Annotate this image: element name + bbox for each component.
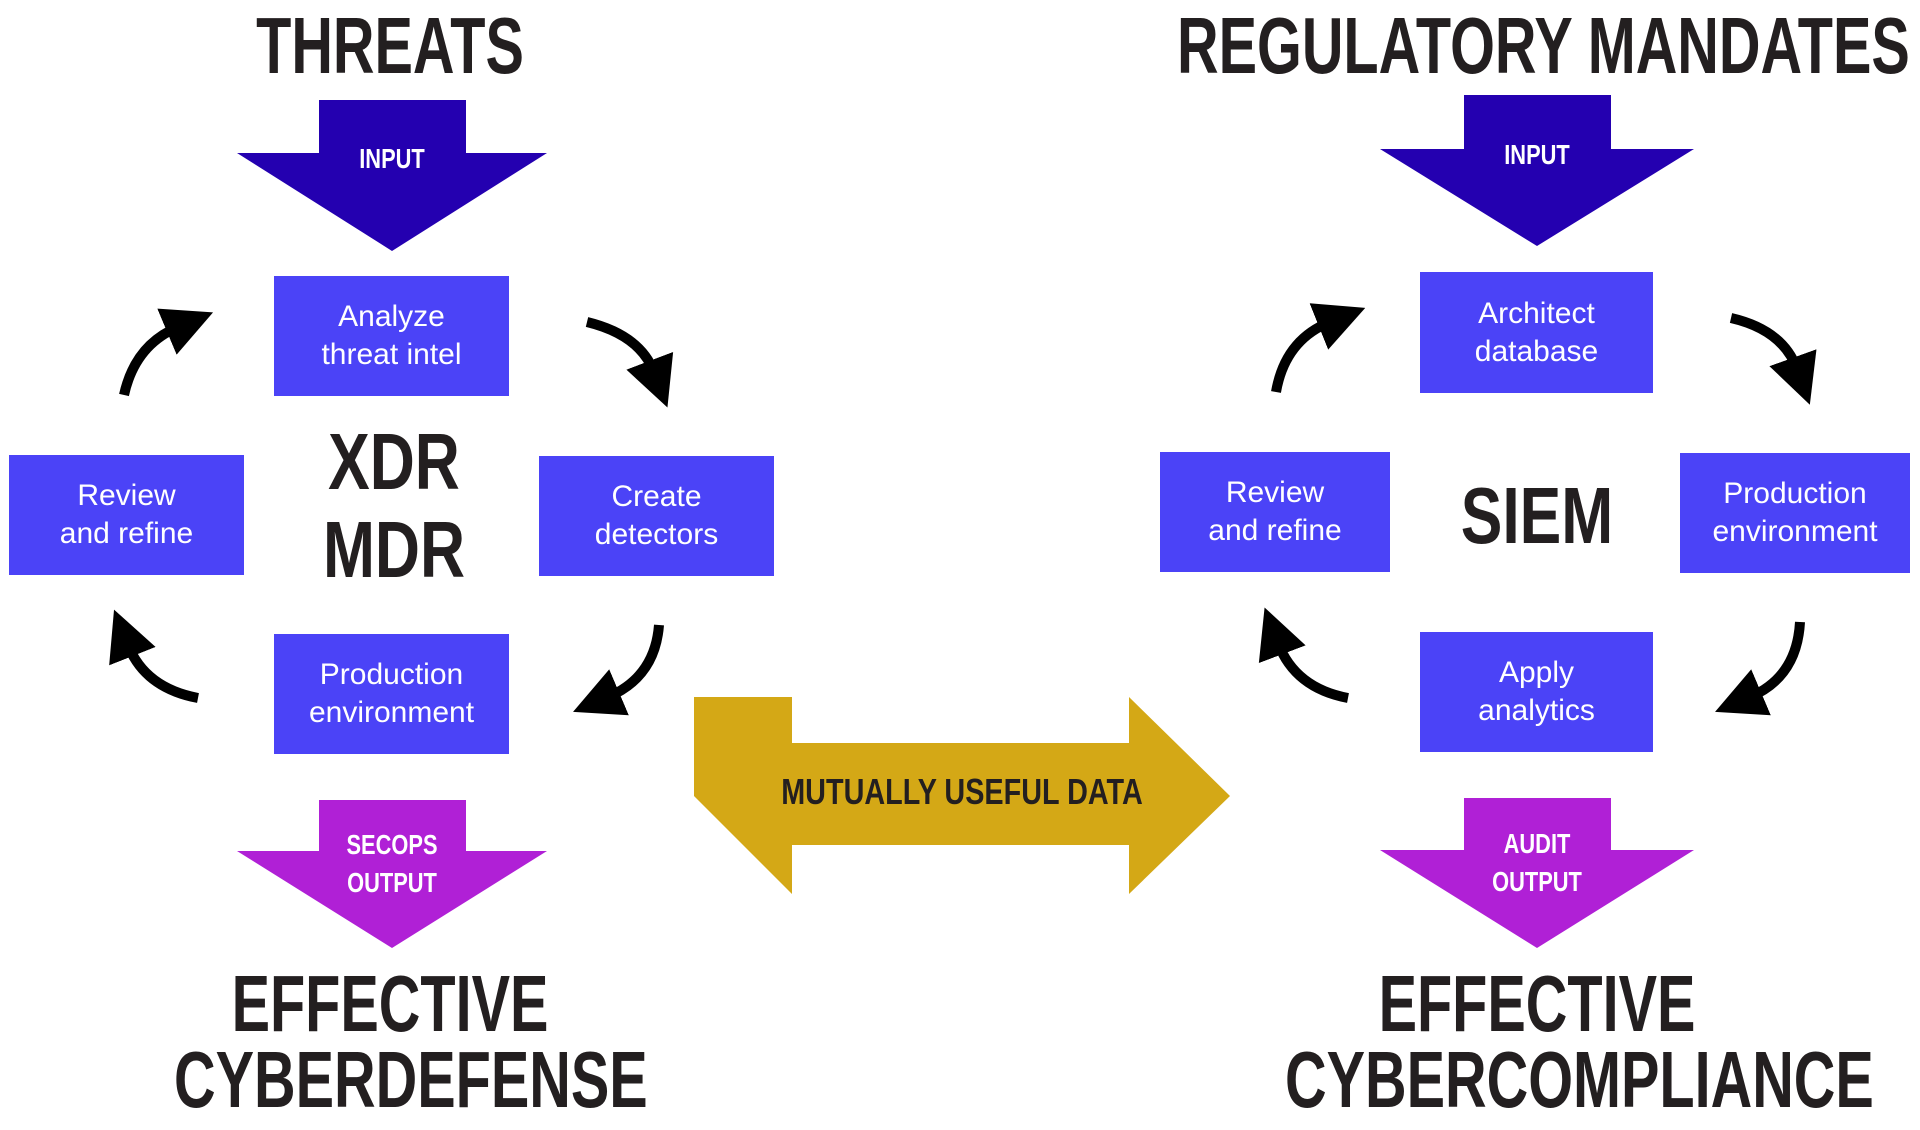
step-apply-analytics: Apply analytics <box>1420 632 1653 752</box>
regulatory-mandates-heading: REGULATORY MANDATES <box>1177 1 1910 90</box>
step-production-environment-right: Production environment <box>1680 453 1910 573</box>
right-cycle-arrow-top-right <box>1729 313 1817 405</box>
effective-cybercompliance-line1: EFFECTIVE <box>1378 959 1696 1048</box>
step-create-detectors: Create detectors <box>539 456 774 576</box>
effective-cyberdefense-line2: CYBERDEFENSE <box>173 1035 648 1124</box>
audit-output-label: AUDIT OUTPUT <box>1492 828 1582 897</box>
xdr-label: XDR <box>328 417 460 506</box>
step-architect-database: Architect database <box>1420 272 1653 393</box>
secops-output-label: SECOPS OUTPUT <box>346 829 438 898</box>
left-input-label: INPUT <box>359 143 425 174</box>
step-review-and-refine-right: Review and refine <box>1160 452 1390 572</box>
effective-cybercompliance-line2: CYBERCOMPLIANCE <box>1285 1035 1874 1124</box>
left-cycle-arrow-top-left <box>119 308 214 397</box>
left-cycle-arrow-top-right <box>585 317 674 408</box>
siem-label: SIEM <box>1460 471 1614 560</box>
mdr-label: MDR <box>322 505 466 594</box>
right-input-label: INPUT <box>1504 139 1570 170</box>
left-cycle-arrow-bottom-left <box>109 609 200 703</box>
right-cycle-arrow-bottom-left <box>1258 607 1350 703</box>
right-cycle-arrow-bottom-right <box>1715 621 1805 716</box>
mutually-useful-data-label: MUTUALLY USEFUL DATA <box>781 771 1143 812</box>
right-output-arrow <box>1380 798 1694 948</box>
shared-data-double-arrow <box>694 697 1230 894</box>
right-cycle-arrow-top-left <box>1271 303 1366 393</box>
left-cycle-arrow-bottom-right <box>573 624 664 716</box>
left-output-arrow <box>237 800 547 948</box>
effective-cyberdefense-line1: EFFECTIVE <box>231 959 549 1048</box>
step-review-and-refine-left: Review and refine <box>9 455 244 575</box>
left-input-arrow <box>237 100 547 251</box>
step-production-environment-left: Production environment <box>274 634 509 754</box>
step-analyze-threat-intel: Analyze threat intel <box>274 276 509 396</box>
threats-heading: THREATS <box>256 1 524 90</box>
right-input-arrow <box>1380 95 1694 246</box>
